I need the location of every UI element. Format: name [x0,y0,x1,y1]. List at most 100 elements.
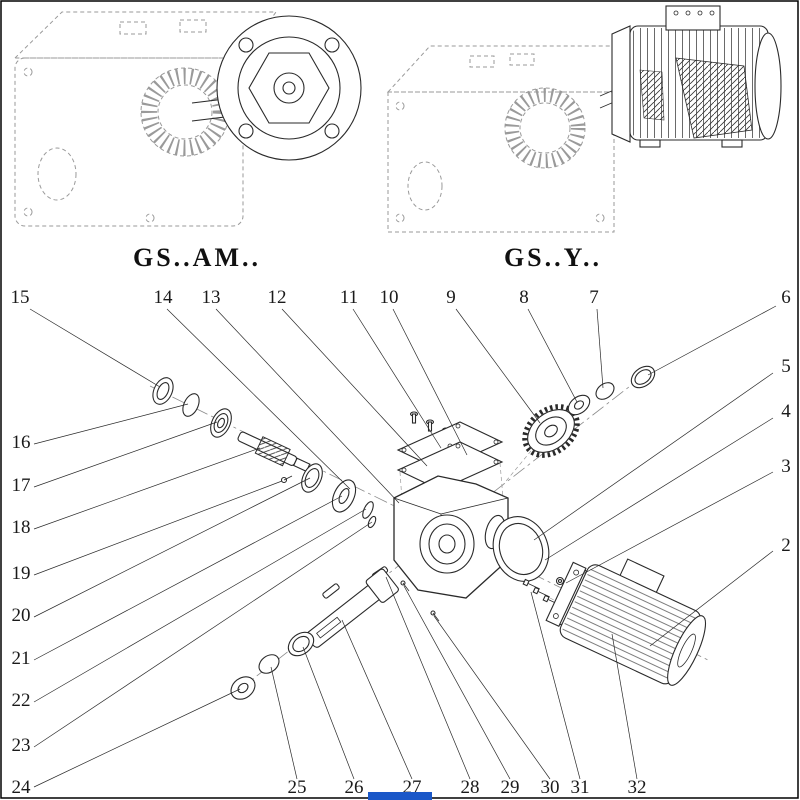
leader-line-9 [455,308,541,424]
motor-mount-flange [545,561,587,627]
callout-number-23: 23 [12,735,31,756]
spacer-ring [362,501,374,519]
electric-motor [599,5,782,148]
motor-fins-exploded [562,567,699,682]
callout-number-30: 30 [541,777,560,798]
small-screw [400,580,410,592]
leader-line-21 [33,495,343,661]
leader-line-3 [565,471,774,584]
leader-line-32 [611,633,638,780]
leader-line-24 [33,688,241,788]
motor-end-bell [754,32,782,140]
callout-number-10: 10 [380,287,399,308]
leader-line-17 [33,421,218,488]
input-flange [191,15,362,161]
callout-number-29: 29 [501,777,520,798]
callout-number-4: 4 [781,401,791,422]
exploded-assembly [149,365,709,700]
callout-number-18: 18 [12,517,31,538]
leader-line-30 [433,615,551,780]
callout-number-3: 3 [781,456,791,477]
leader-line-29 [403,585,511,780]
callout-number-8: 8 [519,287,529,308]
leader-line-15 [29,308,161,388]
leader-line-16 [33,403,189,445]
callout-number-9: 9 [446,287,456,308]
output-snap-ring [258,654,280,674]
leader-line-2 [649,550,774,647]
oil-seal [152,377,174,405]
gear-washer [567,394,591,416]
leader-line-11 [352,308,442,449]
leader-line-22 [33,508,367,703]
gearbox-flange-version-drawing: GS..AM.. [13,11,362,272]
callout-number-25: 25 [288,777,307,798]
key-piece [322,583,340,599]
terminal-box [665,5,721,31]
leader-line-28 [385,576,471,780]
leader-line-14 [166,308,351,490]
leader-line-10 [392,308,468,456]
gear-hatch-ring [141,68,229,156]
callout-number-19: 19 [12,563,31,584]
leader-line-25 [270,666,298,780]
callout-number-32: 32 [628,777,647,798]
gear-hatch-ring-2 [505,88,585,168]
snap-ring [595,382,615,400]
outer-ring [630,365,656,389]
leader-line-6 [647,305,777,376]
model-label-right: GS..Y.. [504,243,602,272]
callout-number-2: 2 [781,535,791,556]
motor-studs [522,578,560,606]
callout-number-6: 6 [781,287,791,308]
callout-number-5: 5 [781,356,791,377]
leader-line-27 [341,619,413,780]
callout-number-12: 12 [268,287,287,308]
leader-line-20 [33,477,311,618]
gear-housing [393,475,509,599]
output-bearing [287,631,315,657]
callout-number-24: 24 [12,777,32,798]
motor-shaded-area-2 [639,69,665,121]
callout-number-13: 13 [202,287,221,308]
leader-line-18 [33,447,261,530]
leader-line-31 [530,591,581,780]
motor-shaded-area [675,57,753,139]
plug [555,576,565,586]
callout-number-16: 16 [12,432,31,453]
bearing [301,463,323,493]
callout-number-31: 31 [571,777,590,798]
watermark-badge [368,792,432,800]
leader-line-12 [281,308,428,467]
output-cover-ring [492,516,550,582]
model-label-left: GS..AM.. [133,243,261,272]
leader-line-13 [215,308,400,504]
leader-line-5 [533,372,774,541]
worm-shaft [237,431,311,473]
callout-number-7: 7 [589,287,599,308]
output-shaft [306,568,399,648]
callout-number-14: 14 [154,287,174,308]
washer-disc [331,479,357,513]
motor-fan-cover [667,615,707,686]
leader-line-19 [33,480,283,576]
small-screw-2 [430,610,440,622]
output-washer [230,676,256,700]
callout-number-22: 22 [12,690,31,711]
callout-number-15: 15 [11,287,30,308]
motor-exploded [545,558,707,686]
pin [280,475,293,484]
leader-line-23 [33,521,373,748]
gearmotor-version-drawing: GS..Y.. [386,5,782,272]
motor-flange [611,25,631,143]
callout-number-17: 17 [12,475,31,496]
leader-line-7 [596,308,604,389]
helical-gear [522,404,580,458]
callout-number-28: 28 [461,777,480,798]
callout-number-26: 26 [345,777,364,798]
callout-number-20: 20 [12,605,31,626]
leader-line-8 [527,308,578,403]
